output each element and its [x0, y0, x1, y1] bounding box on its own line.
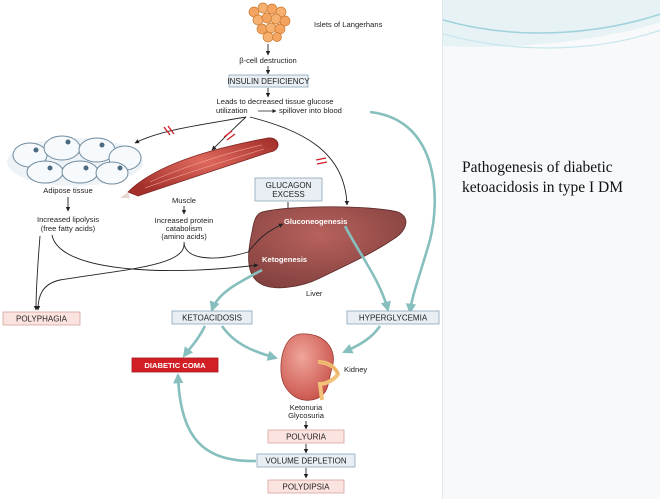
polyphagia-label: POLYPHAGIA [16, 315, 68, 324]
volume-depletion-box [256, 453, 356, 468]
adipose-tissue-icon [7, 135, 143, 186]
decorative-swoosh [443, 0, 660, 49]
leads-utilization: utilization [216, 106, 248, 115]
block-mark-muscle [223, 130, 236, 141]
ketoacidosis-label: KETOACIDOSIS [182, 314, 242, 323]
block-mark-liver [315, 157, 328, 165]
ketogenesis-label: Ketogenesis [262, 255, 307, 264]
muscle-label: Muscle [172, 196, 196, 205]
glucagon-line2: EXCESS [272, 190, 304, 199]
hyperglycemia-label: HYPERGLYCEMIA [359, 314, 428, 323]
kidney-label: Kidney [344, 365, 367, 374]
muscle-icon [120, 137, 279, 198]
volume-depletion-label: VOLUME DEPLETION [265, 457, 347, 466]
glycosuria-label: Glycosuria [288, 411, 325, 420]
diabetic-coma-box [131, 357, 219, 373]
polyuria-label: POLYURIA [286, 433, 327, 442]
islets-cluster-icon [248, 2, 291, 43]
glucagon-excess-box [254, 177, 323, 202]
kidney-icon [280, 333, 341, 401]
insulin-deficiency-label: INSULIN DEFICIENCY [227, 77, 310, 86]
glucagon-line1: GLUCAGON [266, 181, 312, 190]
ketonuria-label: Ketonuria [290, 403, 323, 412]
slide-caption: Pathogenesis of diabetic ketoacidosis in… [462, 159, 624, 196]
lipolysis-line2: (free fatty acids) [41, 224, 96, 233]
polydipsia-box [267, 479, 345, 494]
gluconeogenesis-label: Gluconeogenesis [284, 217, 347, 226]
ketoacidosis-box [171, 310, 253, 325]
adipose-tissue-label: Adipose tissue [43, 186, 92, 195]
leads-spillover: spillover into blood [279, 106, 342, 115]
islets-label: Islets of Langerhans [314, 20, 383, 29]
polyuria-box [267, 429, 345, 444]
polydipsia-label: POLYDIPSIA [283, 483, 331, 492]
caption-panel [442, 0, 660, 499]
diabetic-coma-label: DIABETIC COMA [144, 361, 206, 370]
insulin-deficiency-box [228, 74, 309, 88]
lipolysis-line1: Increased lipolysis [37, 215, 99, 224]
hyperglycemia-box [346, 310, 440, 325]
leads-line1: Leads to decreased tissue glucose [217, 97, 334, 106]
protein-line3: (amino acids) [161, 232, 207, 241]
liver-label: Liver [306, 289, 323, 298]
protein-line1: Increased protein [155, 216, 214, 225]
protein-line2: catabolism [166, 224, 202, 233]
polyphagia-box [2, 311, 81, 326]
beta-cell-label: β-cell destruction [239, 56, 297, 65]
block-mark-adipose [163, 125, 175, 136]
pathogenesis-diagram: Islets of Langerhans β-cell destruction … [2, 2, 440, 494]
liver-icon [248, 206, 407, 289]
